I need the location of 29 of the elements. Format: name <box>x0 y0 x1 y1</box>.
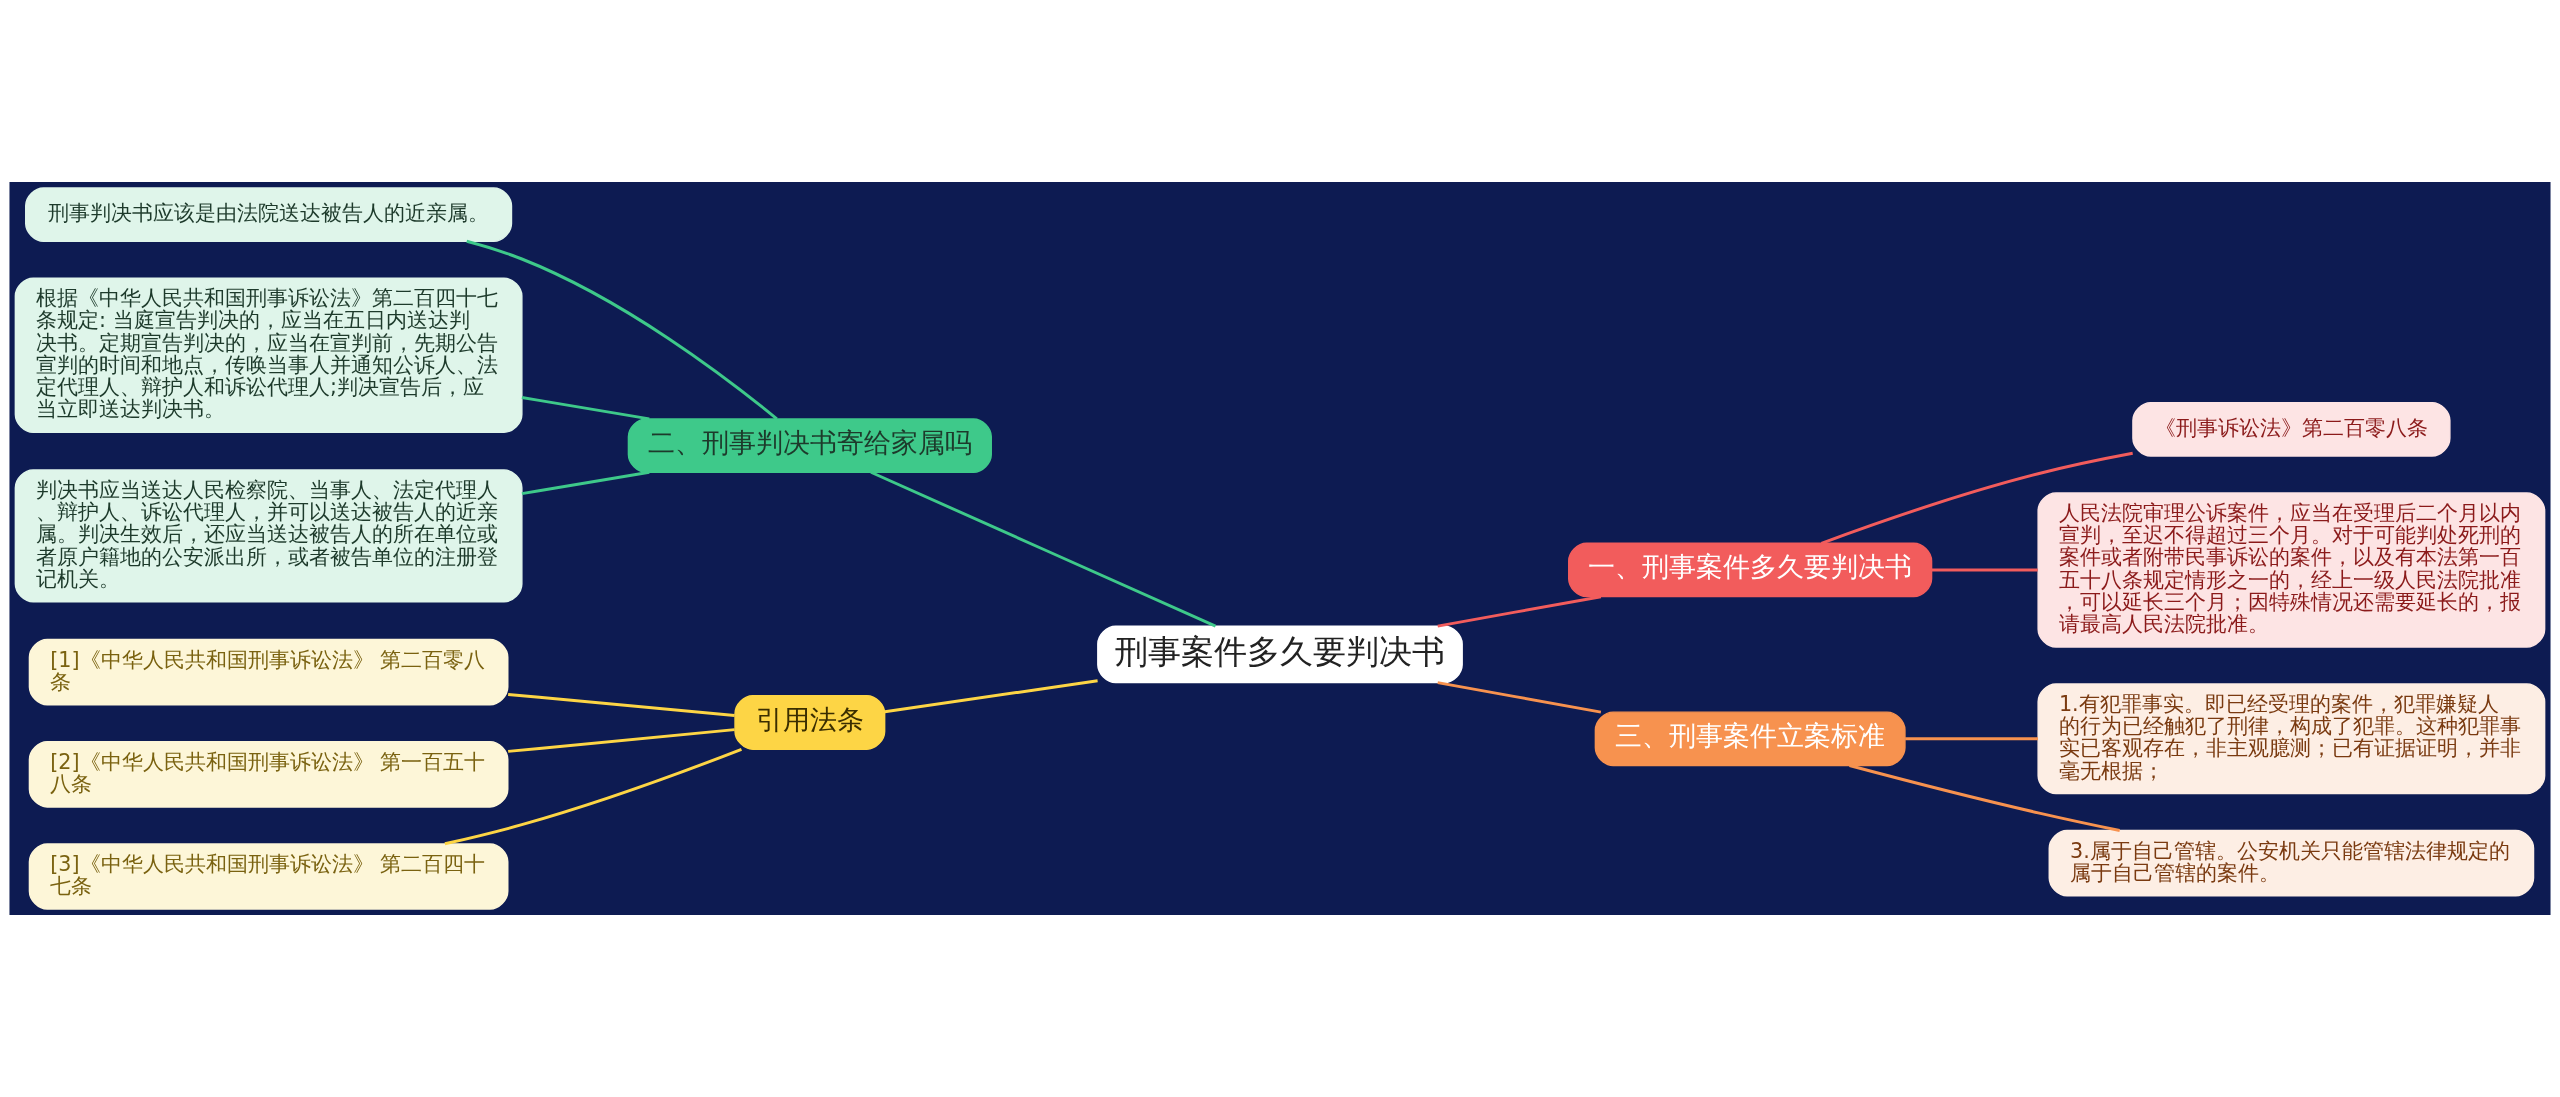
connector <box>884 679 1098 714</box>
node-box: 人民法院审理公诉案件，应当在受理后二个月以内宣判，至迟不得超过三个月。对于可能判处死刑的案件或者附带民事诉讼的案件，以及有本法第一百五十八条规定情形之一的，经上一级人民法院批准，可以延长三个月；因特殊情况还需要延长的，报请最高人民法院批准。 <box>2037 492 2546 648</box>
node-box: 引用法条 <box>734 695 886 750</box>
connector <box>1437 595 1602 628</box>
connector <box>466 239 778 420</box>
node-box: 刑事案件多久要判决书 <box>1097 625 1463 684</box>
node-box: 《刑事诉讼法》第二百零八条 <box>2132 401 2451 457</box>
node-box: 1.有犯罪事实。即已经受理的案件，犯罪嫌疑人的行为已经触犯了刑律，构成了犯罪。这种犯罪事实已客观存在，非主观臆测；已有证据证明，并非毫无根据； <box>2037 683 2546 795</box>
node-box: 三、刑事案件立案标准 <box>1594 711 1906 767</box>
node-box: 刑事判决书应该是由法院送达被告人的近亲属。 <box>25 187 513 242</box>
connector <box>1931 568 2038 572</box>
node-box: 根据《中华人民共和国刑事诉讼法》第二百四十七条规定: 当庭宣告判决的，应当在五日内送达判决书。定期宣告判决的，应当在宣判前，先期公告宣判的时间和地点，传唤当事人并通知公诉人、法定代理人、辩护人和诉讼代理人;判决宣告后，应当立即送达判决书。 <box>14 277 523 433</box>
node-box: 3.属于自己管辖。公安机关只能管辖法律规定的属于自己管辖的案件。 <box>2048 829 2535 897</box>
connector <box>1905 737 2038 741</box>
connector <box>444 747 742 846</box>
connector <box>1820 451 2133 545</box>
connector <box>1849 764 2120 832</box>
connector <box>521 396 650 421</box>
node-box: 判决书应当送达人民检察院、当事人、法定代理人、辩护人、诉讼代理人，并可以送达被告人的近亲属。判决生效后，还应当送达被告人的所在单位或者原户籍地的公安派出所，或者被告单位的注册登记机关。 <box>14 469 523 603</box>
connector <box>870 470 1217 628</box>
node-box: [2]《中华人民共和国刑事诉讼法》 第一百五十八条 <box>28 741 509 808</box>
node-box: 二、刑事判决书寄给家属吗 <box>627 418 992 473</box>
node-box: 一、刑事案件多久要判决书 <box>1568 542 1933 598</box>
connector <box>508 692 735 718</box>
connector <box>508 728 735 753</box>
node-box: [3]《中华人民共和国刑事诉讼法》 第二百四十七条 <box>28 843 509 910</box>
connector <box>521 470 650 496</box>
connector <box>1437 681 1602 714</box>
node-box: [1]《中华人民共和国刑事诉讼法》 第二百零八条 <box>28 638 509 706</box>
